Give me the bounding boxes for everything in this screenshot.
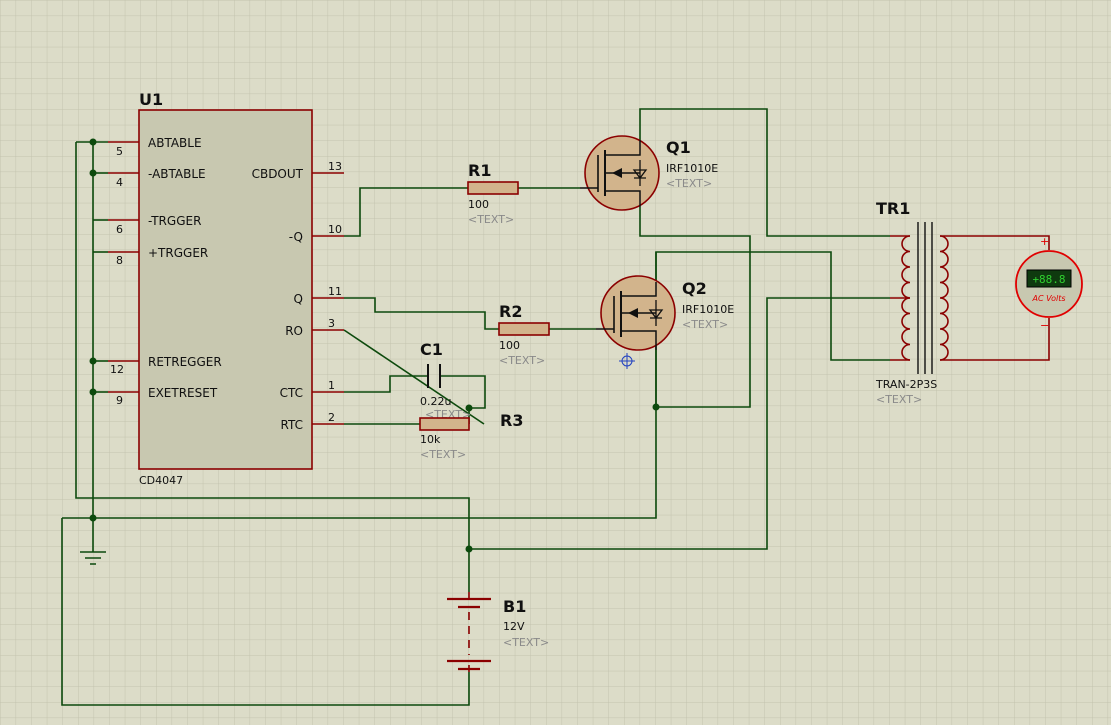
b1-ref: B1 [503,597,526,616]
r1-resistor[interactable]: R1 100 <TEXT> [467,161,519,226]
pin-q: Q [294,292,303,306]
pin-num-extreset: 9 [116,394,123,407]
q1-ref: Q1 [666,138,691,157]
b1-battery[interactable]: B1 12V <TEXT> [447,592,549,672]
pin-rtc: RTC [281,418,303,432]
tr1-part: TRAN-2P3S [875,378,937,391]
q2-text: <TEXT> [682,318,728,331]
pin-q-n: -Q [289,230,303,244]
meter-display: +88.8 [1032,273,1065,286]
r3-resistor[interactable]: R3 10k <TEXT> [419,411,523,461]
pin-num-trgger-n: 6 [116,223,123,236]
meter-label: AC Volts [1031,294,1065,303]
r2-resistor[interactable]: R2 100 <TEXT> [498,302,550,367]
q2-mosfet[interactable]: Q2 IRF1010E <TEXT> [596,275,734,351]
q2-part: IRF1010E [682,303,734,316]
c1-ref: C1 [420,340,443,359]
pin-num-ctc: 1 [328,379,335,392]
wires [61,108,890,706]
r1-ref: R1 [468,161,491,180]
u1-ic[interactable]: U1 CD4047 ABTABLE -ABTABLE -TRGGER +TRGG… [108,90,344,487]
meter-minus: − [1040,319,1049,332]
u1-part: CD4047 [139,474,183,487]
pin-trgger-n: -TRGGER [148,214,201,228]
pin-num-q: 11 [328,285,342,298]
r3-ref: R3 [500,411,523,430]
b1-value: 12V [503,620,525,633]
pin-num-ro: 3 [328,317,335,330]
ac-voltmeter[interactable]: +88.8 AC Volts + − [1015,235,1083,332]
r2-value: 100 [499,339,520,352]
pin-num-abtable: 5 [116,145,123,158]
pin-ctc: CTC [280,386,303,400]
pin-abtable-n: -ABTABLE [148,167,206,181]
pin-num-retrigger: 12 [110,363,124,376]
r1-value: 100 [468,198,489,211]
tr1-transformer[interactable]: TR1 TRAN-2P3S <TEXT> [875,199,1050,406]
q2-ref: Q2 [682,279,707,298]
meter-plus: + [1040,235,1049,248]
pin-num-q-n: 10 [328,223,342,236]
pin-retrigger: RETREGGER [148,355,222,369]
q1-mosfet[interactable]: Q1 IRF1010E <TEXT> [580,135,718,211]
tr1-text: <TEXT> [876,393,922,406]
r3-value: 10k [420,433,441,446]
pin-trgger-p: +TRGGER [148,246,208,260]
origin-marker [619,353,635,369]
r3-text: <TEXT> [420,448,466,461]
pin-num-trgger-p: 8 [116,254,123,267]
c1-value: 0.22u [420,395,451,408]
b1-text: <TEXT> [503,636,549,649]
pin-ro: RO [285,324,303,338]
q1-part: IRF1010E [666,162,718,175]
pin-num-rtc: 2 [328,411,335,424]
r2-ref: R2 [499,302,522,321]
pin-abtable: ABTABLE [148,136,202,150]
q1-text: <TEXT> [666,177,712,190]
u1-ref: U1 [139,90,163,109]
r1-text: <TEXT> [468,213,514,226]
junction-dots [89,138,660,553]
pin-num-abtable-n: 4 [116,176,123,189]
tr1-ref: TR1 [876,199,910,218]
pin-extreset: EXETRESET [148,386,218,400]
r2-text: <TEXT> [499,354,545,367]
pin-cbdout: CBDOUT [252,167,304,181]
pin-num-cbdout: 13 [328,160,342,173]
